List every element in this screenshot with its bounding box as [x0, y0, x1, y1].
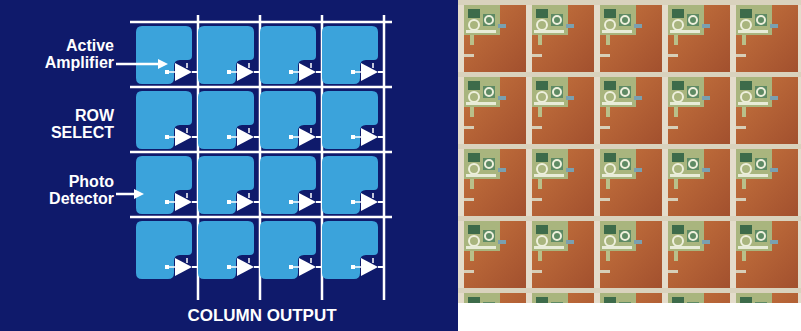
label-text: Active Amplifier	[42, 38, 114, 72]
panel-ground	[0, 0, 461, 331]
photo-margin	[458, 303, 801, 331]
chip-photo	[458, 0, 801, 303]
pixel-grid	[136, 26, 384, 279]
label-text: COLUMN OUTPUT	[132, 307, 392, 325]
bus-lines	[130, 15, 392, 300]
leader-arrows	[116, 59, 168, 199]
label-text: ROW SELECT	[48, 108, 114, 142]
label-text: Photo Detector	[47, 174, 114, 208]
